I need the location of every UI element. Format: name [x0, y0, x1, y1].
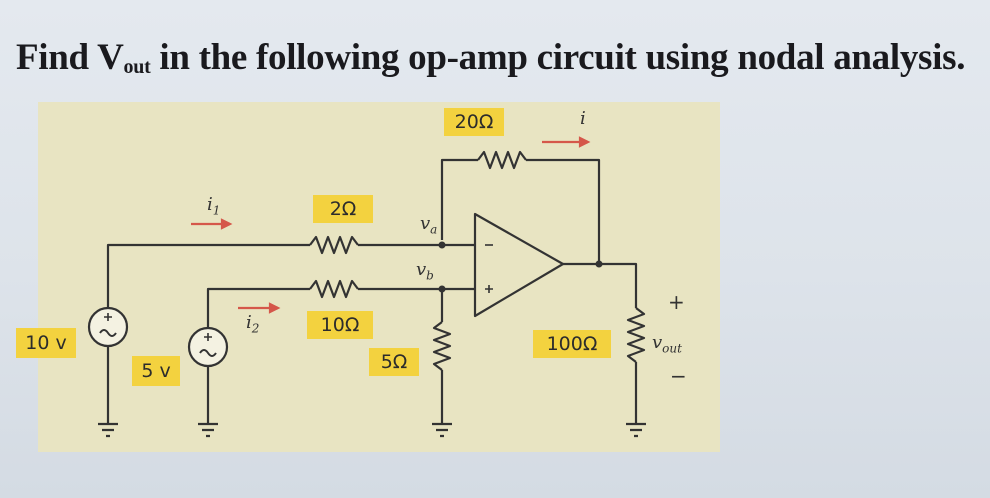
ground-symbols: [98, 422, 646, 438]
resistor-100-label: 100Ω: [533, 330, 611, 358]
resistor-2-label: 2Ω: [313, 195, 373, 223]
source-10v-label: 10 v: [16, 328, 76, 358]
resistor-5-symbol: [432, 321, 452, 371]
vout-label: vout: [652, 332, 682, 356]
current-i-label: i: [580, 108, 586, 129]
wire-bottom-input: [206, 287, 310, 327]
resistor-20-label: 20Ω: [444, 108, 504, 136]
question-suffix: in the following op-amp circuit using no…: [150, 37, 966, 78]
op-amp-output-wire: [563, 262, 638, 308]
resistor-20-symbol: [477, 150, 527, 170]
resistor-5-label: 5Ω: [369, 348, 419, 376]
node-va-label: va: [420, 213, 438, 237]
vout-minus-sign: −: [670, 364, 687, 388]
current-i1-label: i1: [207, 194, 221, 218]
circuit-schematic: [87, 136, 646, 438]
resistor-10-symbol: [309, 279, 359, 299]
feedback-wire-right: [526, 158, 601, 264]
op-amp-symbol: [473, 212, 565, 318]
circuit-diagram: 20Ω 2Ω 10Ω 5Ω 100Ω 10 v 5 v i i1 i2 va v…: [16, 102, 720, 452]
resistor-10-label: 10Ω: [307, 311, 373, 339]
vout-plus-sign: +: [668, 290, 685, 314]
question-text: Find Vout in the following op-amp circui…: [16, 36, 965, 79]
resistor-2-symbol: [309, 235, 359, 255]
question-subscript: out: [123, 56, 151, 78]
current-i2-label: i2: [246, 312, 260, 336]
node-vb-label: vb: [416, 259, 434, 283]
source-5v-label: 5 v: [132, 356, 180, 386]
resistor-100-symbol: [626, 307, 646, 363]
feedback-wire: [440, 158, 478, 240]
wire-top-input: [106, 243, 310, 307]
question-prefix: Find V: [16, 37, 124, 78]
